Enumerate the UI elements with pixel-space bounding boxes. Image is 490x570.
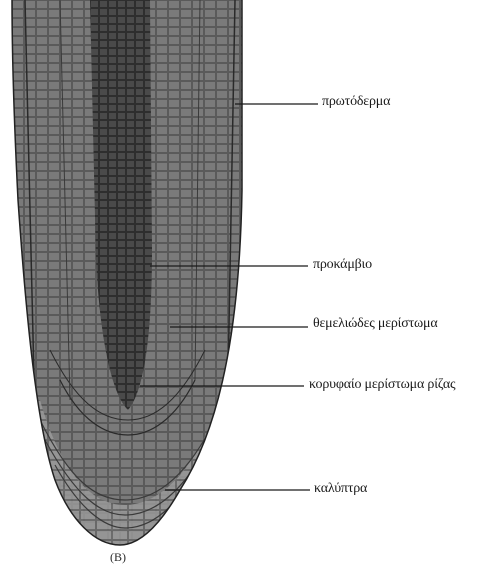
root-body xyxy=(0,0,260,560)
label-ground-meristem: θεμελιώδες μερίστωμα xyxy=(313,316,437,332)
label-protoderm: πρωτόδερμα xyxy=(322,94,390,110)
label-procambium: προκάμβιο xyxy=(313,257,372,273)
label-root-cap: καλύπτρα xyxy=(314,481,367,497)
label-apical-meristem: κορυφαίο μερίστωμα ρίζας xyxy=(309,377,455,393)
figure-caption: (B) xyxy=(110,550,126,565)
